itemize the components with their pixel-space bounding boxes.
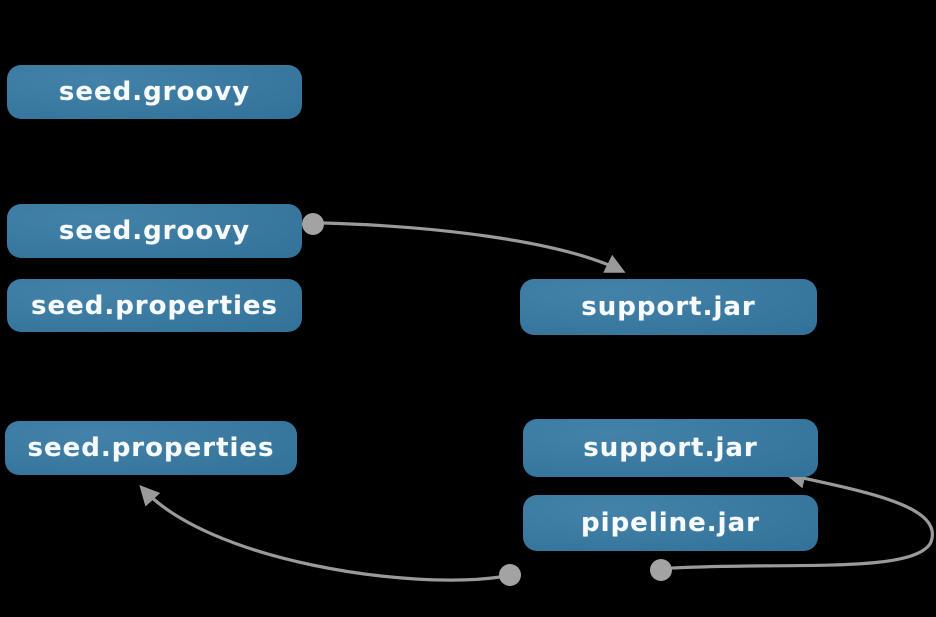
node-pipeline-jar-bottom: pipeline.jar xyxy=(523,495,818,551)
node-label: seed.properties xyxy=(30,290,279,321)
node-seed-groovy-mid: seed.groovy xyxy=(7,204,302,258)
node-seed-properties-mid: seed.properties xyxy=(7,279,302,332)
edge-seed-groovy-to-support-jar xyxy=(322,221,626,273)
node-support-jar-mid: support.jar xyxy=(520,279,817,335)
node-label: seed.groovy xyxy=(58,77,251,107)
node-seed-properties-bottom: seed.properties xyxy=(5,421,297,475)
edge-bottom-right-to-support-jar xyxy=(671,468,934,570)
node-label: pipeline.jar xyxy=(581,508,760,538)
edge-bottom-left-to-seed-properties xyxy=(139,485,502,582)
node-seed-groovy-top: seed.groovy xyxy=(7,65,302,119)
node-label: seed.groovy xyxy=(58,216,251,246)
edge-bottom-right-to-support-jar-origin-dot xyxy=(650,559,672,581)
node-label: support.jar xyxy=(583,433,758,463)
node-label: support.jar xyxy=(581,292,756,322)
node-label: seed.properties xyxy=(27,433,275,463)
edge-seed-groovy-to-support-jar-origin-dot xyxy=(302,213,324,235)
edge-bottom-left-to-seed-properties-origin-dot xyxy=(499,564,521,586)
node-support-jar-bottom: support.jar xyxy=(523,419,818,477)
